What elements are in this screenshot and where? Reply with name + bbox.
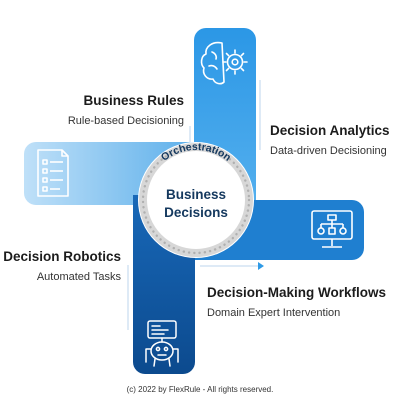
decision-analytics-block: Decision Analytics Data-driven Decisioni… xyxy=(270,123,390,157)
decision-robotics-block: Decision Robotics Automated Tasks xyxy=(3,249,121,283)
decision-workflows-title: Decision-Making Workflows xyxy=(207,285,387,300)
center-label: Business Decisions xyxy=(146,186,246,222)
robot-icon xyxy=(145,320,179,367)
center-line-1: Business xyxy=(165,187,227,202)
copyright-footer: (c) 2022 by FlexRule - All rights reserv… xyxy=(126,385,274,394)
decision-workflows-block: Decision-Making Workflows Domain Expert … xyxy=(207,285,386,319)
business-rules-title: Business Rules xyxy=(83,93,184,108)
decision-analytics-subtitle: Data-driven Decisioning xyxy=(270,145,387,157)
arrow-head xyxy=(258,262,264,270)
checklist-document-icon xyxy=(37,149,69,197)
monitor-flowchart-icon xyxy=(311,210,353,248)
decision-robotics-subtitle: Automated Tasks xyxy=(36,271,121,283)
business-rules-block: Business Rules Rule-based Decisioning xyxy=(68,93,184,127)
brain-gear-icon xyxy=(200,41,248,85)
center-inner-circle xyxy=(152,156,240,244)
decision-workflows-subtitle: Domain Expert Intervention xyxy=(207,307,341,319)
center-line-2: Decisions xyxy=(164,205,228,220)
business-rules-subtitle: Rule-based Decisioning xyxy=(67,115,184,127)
decision-analytics-title: Decision Analytics xyxy=(270,123,390,138)
decision-robotics-title: Decision Robotics xyxy=(3,249,121,264)
ring-dots xyxy=(141,145,251,255)
